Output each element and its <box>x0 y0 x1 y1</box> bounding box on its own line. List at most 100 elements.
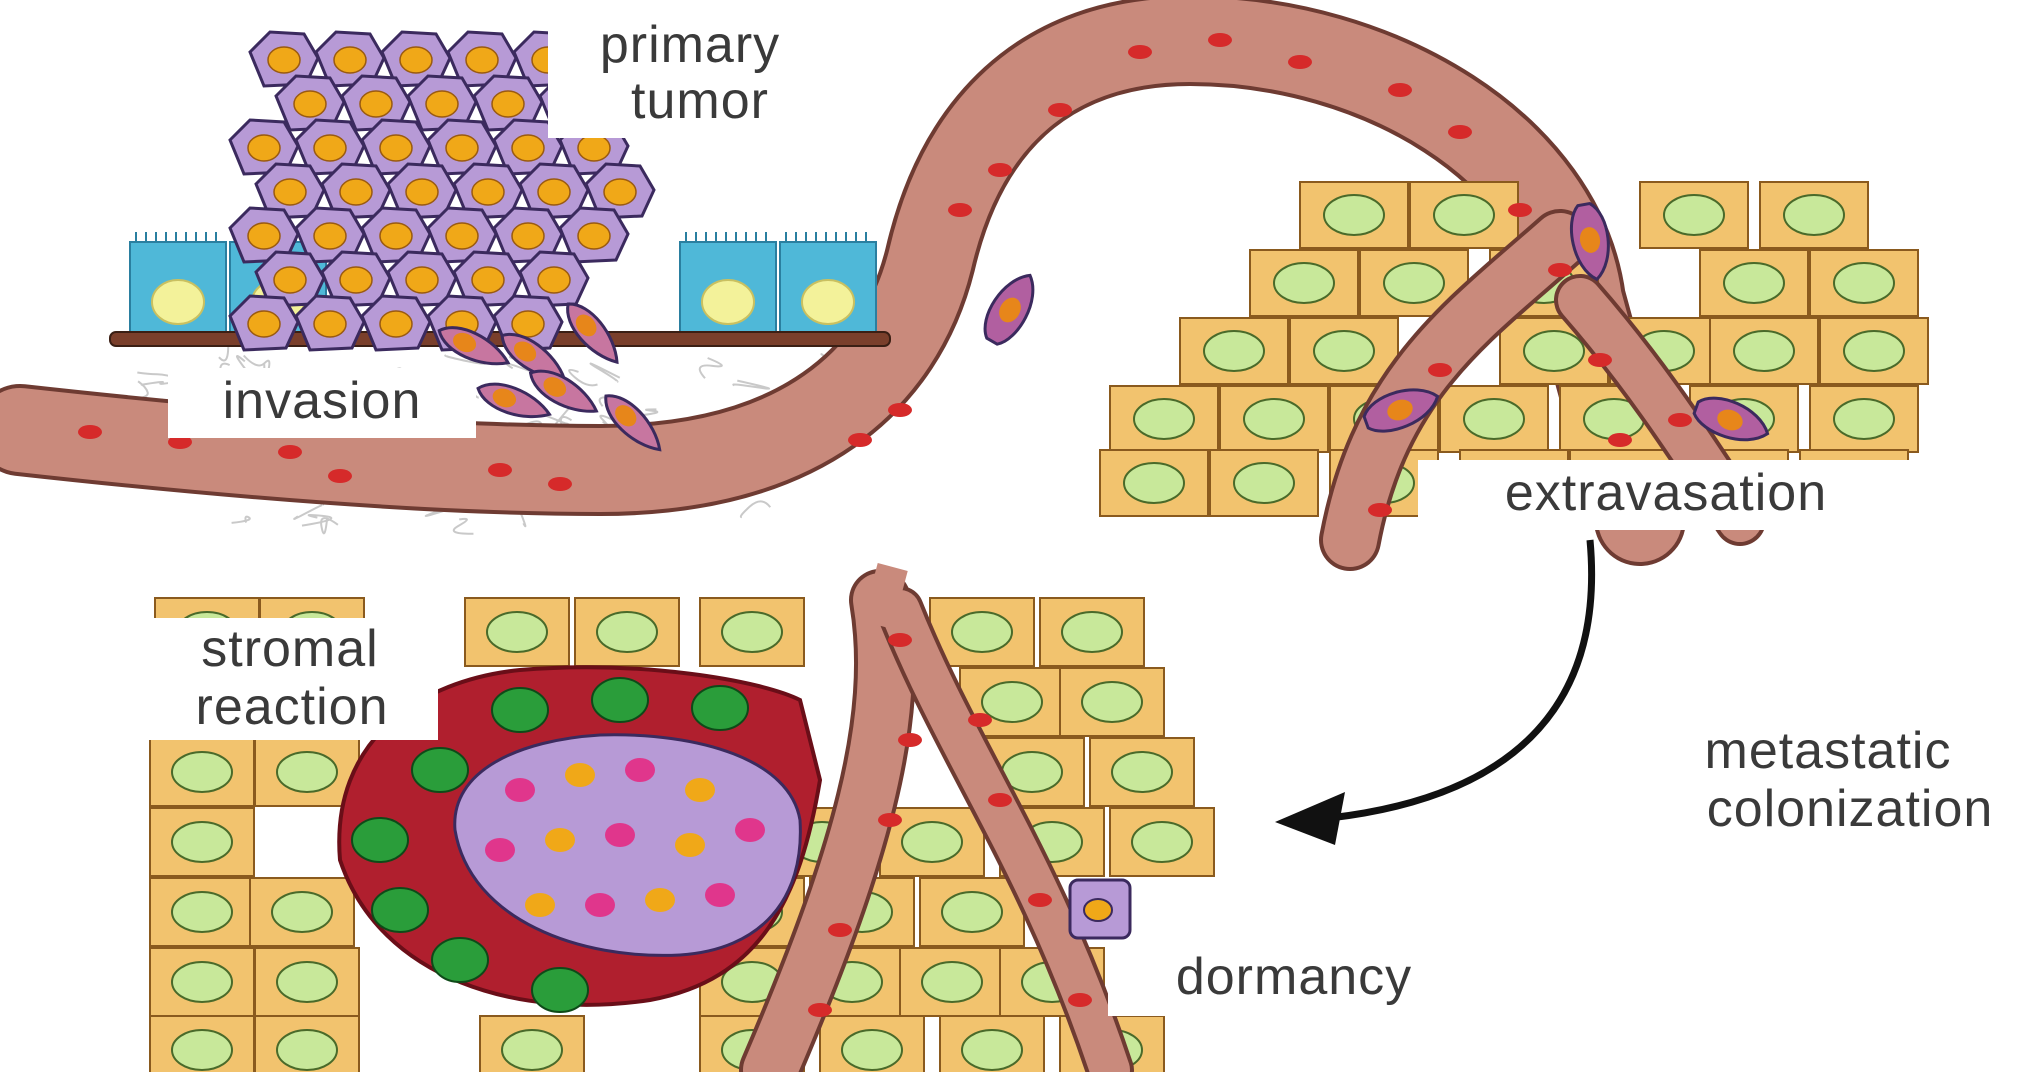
red-blood-cell <box>898 733 922 747</box>
tumor-nucleus <box>578 135 610 161</box>
tumor-nucleus <box>380 223 412 249</box>
tumor-nucleus <box>578 223 610 249</box>
red-blood-cell <box>1448 125 1472 139</box>
red-blood-cell <box>1048 103 1072 117</box>
label-dormancy: dormancy <box>1108 940 1486 1016</box>
label-metastatic-colonization-line2: colonization <box>1707 780 1994 838</box>
tissue-nucleus <box>1314 331 1374 371</box>
metastasis-nucleus <box>605 823 635 847</box>
red-blood-cell <box>1608 433 1632 447</box>
tumor-nucleus <box>334 47 366 73</box>
red-blood-cell <box>278 445 302 459</box>
tissue-nucleus <box>277 962 337 1002</box>
tissue-nucleus <box>172 892 232 932</box>
metastasis-nucleus <box>675 833 705 857</box>
epithelial-nucleus <box>802 280 854 324</box>
tumor-nucleus <box>274 267 306 293</box>
red-blood-cell <box>988 793 1012 807</box>
tumor-nucleus <box>538 267 570 293</box>
metastasis-nucleus <box>485 838 515 862</box>
stroma-nucleus <box>352 818 408 862</box>
red-blood-cell <box>988 163 1012 177</box>
red-blood-cell <box>848 433 872 447</box>
red-blood-cell <box>888 633 912 647</box>
ecm-fiber <box>294 505 323 519</box>
tissue-nucleus <box>1204 331 1264 371</box>
red-blood-cell <box>1428 363 1452 377</box>
tissue-nucleus <box>172 752 232 792</box>
tumor-nucleus <box>472 267 504 293</box>
tissue-nucleus <box>597 612 657 652</box>
tissue-nucleus <box>487 612 547 652</box>
tumor-nucleus <box>604 179 636 205</box>
tissue-nucleus <box>1082 682 1142 722</box>
tissue-nucleus <box>1234 463 1294 503</box>
metastasis-nucleus <box>645 888 675 912</box>
red-blood-cell <box>1388 83 1412 97</box>
red-blood-cell <box>78 425 102 439</box>
ecm-fiber <box>321 518 338 533</box>
red-blood-cell <box>1208 33 1232 47</box>
red-blood-cell <box>948 203 972 217</box>
stroma-nucleus <box>692 686 748 730</box>
stroma-nucleus <box>372 888 428 932</box>
metastasis-nucleus <box>735 818 765 842</box>
tumor-nucleus <box>360 91 392 117</box>
tumor-nucleus <box>512 311 544 337</box>
red-blood-cell <box>1128 45 1152 59</box>
red-blood-cell <box>808 1003 832 1017</box>
stroma-nucleus <box>412 748 468 792</box>
epithelial-nucleus <box>152 280 204 324</box>
red-blood-cell <box>548 477 572 491</box>
circulating-tumor-cell <box>976 266 1045 350</box>
label-primary-tumor: primary tumor <box>548 16 834 138</box>
red-blood-cell <box>1668 413 1692 427</box>
tumor-nucleus <box>294 91 326 117</box>
epithelial-nucleus <box>702 280 754 324</box>
tissue-nucleus <box>1834 263 1894 303</box>
red-blood-cell <box>968 713 992 727</box>
tumor-nucleus <box>406 267 438 293</box>
metastasis-nucleus <box>565 763 595 787</box>
tissue-nucleus <box>502 1030 562 1070</box>
tumor-nucleus <box>512 223 544 249</box>
tissue-nucleus <box>1734 331 1794 371</box>
dormant-cell <box>1070 880 1130 938</box>
ecm-fiber <box>232 517 250 523</box>
tissue-nucleus <box>1324 195 1384 235</box>
red-blood-cell <box>328 469 352 483</box>
tumor-nucleus <box>400 47 432 73</box>
tissue-nucleus <box>1062 612 1122 652</box>
tissue-nucleus <box>1124 463 1184 503</box>
red-blood-cell <box>878 813 902 827</box>
tissue-nucleus <box>172 1030 232 1070</box>
tumor-nucleus <box>248 223 280 249</box>
tumor-nucleus <box>248 311 280 337</box>
tissue-nucleus <box>922 962 982 1002</box>
tumor-nucleus <box>446 135 478 161</box>
label-stromal-reaction: stromal reaction <box>148 618 438 740</box>
tumor-nucleus <box>340 267 372 293</box>
tissue-nucleus <box>1384 263 1444 303</box>
tissue-nucleus <box>1112 752 1172 792</box>
ecm-fiber <box>454 519 474 534</box>
label-primary-tumor-line1: primary <box>600 16 780 74</box>
red-blood-cell <box>1368 503 1392 517</box>
tumor-nucleus <box>426 91 458 117</box>
tissue-nucleus <box>1524 331 1584 371</box>
label-invasion-text: invasion <box>223 372 422 430</box>
tumor-nucleus <box>314 135 346 161</box>
stroma-nucleus <box>592 678 648 722</box>
metastasis-nucleus <box>545 828 575 852</box>
tumor-nucleus <box>268 47 300 73</box>
stroma-nucleus <box>432 938 488 982</box>
tumor-nucleus <box>446 223 478 249</box>
red-blood-cell <box>828 923 852 937</box>
label-extravasation: extravasation <box>1418 460 1928 530</box>
tissue-nucleus <box>952 612 1012 652</box>
label-extravasation-text: extravasation <box>1505 464 1827 522</box>
tissue-nucleus <box>172 822 232 862</box>
tumor-nucleus <box>538 179 570 205</box>
label-invasion: invasion <box>168 368 476 438</box>
